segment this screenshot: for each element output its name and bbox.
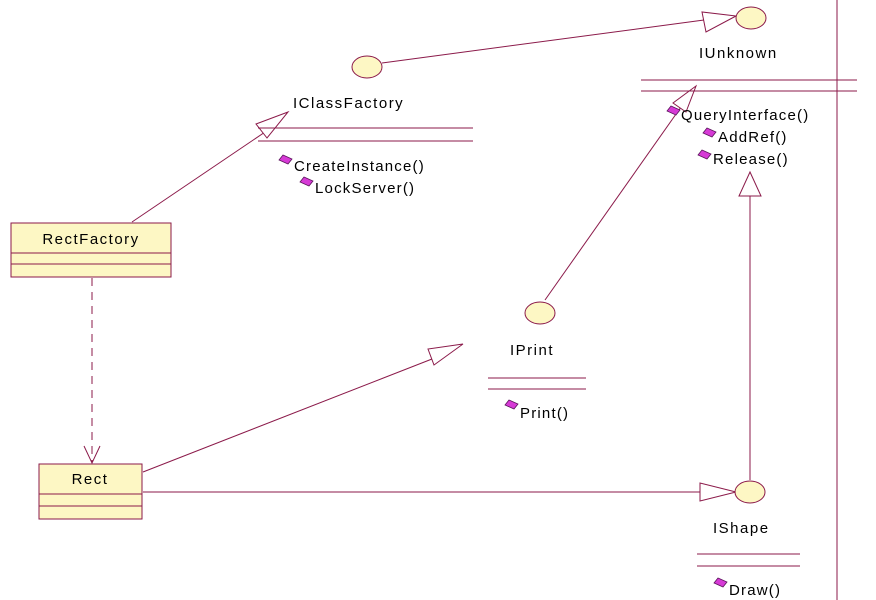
- iclassfactory-name: IClassFactory: [293, 95, 404, 112]
- iclassfactory-lollipop-icon: [351, 55, 383, 79]
- rectfactory-box: [10, 222, 172, 278]
- operation-icon: [702, 127, 717, 138]
- operation-label: AddRef(): [718, 129, 788, 146]
- operation-icon: [504, 399, 519, 410]
- iclassfactory-to-iunknown-arrowhead: [701, 11, 738, 33]
- operation-label: Draw(): [729, 582, 781, 599]
- ishape-lollipop-icon: [734, 480, 766, 504]
- rectfactory-to-iclassfactory-edge: [131, 129, 269, 223]
- class-rect[interactable]: Rect: [38, 463, 143, 520]
- iprint-to-iunknown-edge: [544, 106, 682, 301]
- iclassfactory-to-iunknown-edge: [381, 19, 705, 64]
- interface-ishape[interactable]: IShape Draw(): [697, 480, 800, 599]
- rect-box: [38, 463, 143, 520]
- operation-icon: [697, 149, 712, 160]
- operation-icon: [299, 176, 314, 187]
- interface-iclassfactory[interactable]: IClassFactory CreateInstance() LockServe…: [258, 55, 473, 197]
- iunknown-operation-release: Release(): [697, 149, 789, 168]
- rect-to-ishape-arrowhead: [699, 482, 737, 502]
- ishape-to-iunknown-arrowhead: [738, 170, 762, 197]
- ishape-name: IShape: [713, 520, 770, 537]
- iprint-to-iunknown-arrowhead: [672, 84, 698, 113]
- iprint-lollipop-icon: [524, 301, 556, 325]
- interface-iprint[interactable]: IPrint Print(): [488, 301, 586, 422]
- rectfactory-to-rect-dependency-arrowhead: [83, 445, 101, 465]
- iunknown-name: IUnknown: [699, 45, 778, 62]
- iprint-name: IPrint: [510, 342, 554, 359]
- operation-label: Release(): [713, 151, 789, 168]
- ishape-operation-draw: Draw(): [713, 577, 781, 599]
- operation-icon: [666, 105, 681, 116]
- interface-iunknown[interactable]: IUnknown QueryInterface() AddRef() Relea…: [641, 6, 857, 168]
- operation-icon: [713, 577, 728, 588]
- iclassfactory-operation-createinstance: CreateInstance(): [278, 154, 425, 175]
- operation-label: CreateInstance(): [294, 158, 425, 175]
- iprint-operation-print: Print(): [504, 399, 569, 422]
- rect-to-iprint-edge: [142, 358, 433, 473]
- iclassfactory-operation-lockserver: LockServer(): [299, 176, 415, 197]
- iunknown-lollipop-icon: [735, 6, 767, 30]
- class-rectfactory[interactable]: RectFactory: [10, 222, 172, 278]
- iunknown-operation-queryinterface: QueryInterface(): [666, 105, 809, 124]
- rect-name: Rect: [72, 471, 109, 488]
- operation-label: Print(): [520, 405, 569, 422]
- rectfactory-to-iclassfactory-arrowhead: [255, 110, 290, 139]
- operation-icon: [278, 154, 293, 165]
- rectfactory-name: RectFactory: [42, 231, 139, 248]
- iunknown-operation-addref: AddRef(): [702, 127, 788, 146]
- operation-label: QueryInterface(): [681, 107, 809, 124]
- rect-to-iprint-arrowhead: [427, 343, 464, 366]
- operation-label: LockServer(): [315, 180, 415, 197]
